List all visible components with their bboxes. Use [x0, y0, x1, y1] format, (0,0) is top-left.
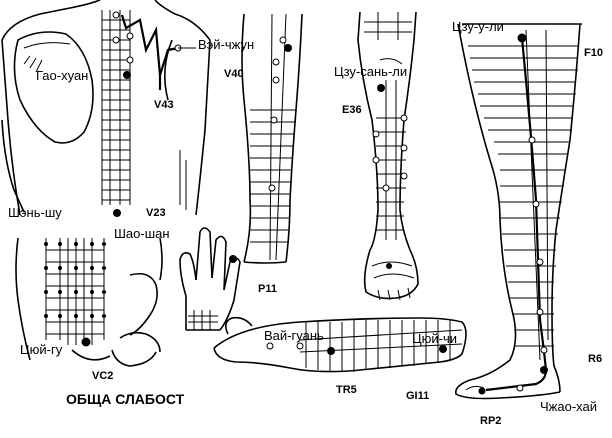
code-v23: V23 [146, 207, 166, 219]
rp2-point [478, 387, 486, 395]
wei-zhun-point [284, 44, 292, 52]
label-wei-zhun: Вэй-чжун [198, 37, 254, 52]
code-v43: V43 [154, 99, 174, 111]
tsoy-gu-point [81, 337, 91, 347]
pelvis-figure [15, 237, 163, 367]
label-vay-guan: Вай-гуань [264, 328, 324, 343]
tsu-san-li-point [377, 84, 385, 92]
label-shen-shu: Шэнь-шу [8, 205, 62, 220]
code-v40: V40 [224, 68, 244, 80]
calf-figure [241, 13, 303, 264]
label-tsoy-chi: Цюй-чи [412, 331, 457, 346]
shao-shan-point [229, 255, 237, 263]
label-zhao-hai: Чжао-хай [540, 399, 597, 414]
spine-ladder [101, 10, 134, 205]
code-p11: P11 [258, 283, 277, 295]
label-tsu-san-li: Цзу-сань-ли [334, 64, 407, 79]
hand-figure [179, 227, 241, 331]
code-e36: E36 [342, 104, 362, 116]
zhao-hai-point [540, 366, 548, 374]
code-tr5: TR5 [336, 384, 357, 396]
vay-guan-point [327, 347, 335, 355]
code-rp2: RP2 [480, 415, 501, 427]
label-tsoy-gu: Цюй-гу [20, 342, 63, 357]
back-figure [1, 0, 211, 217]
code-r6: R6 [588, 353, 602, 365]
gao-huan-point [123, 71, 131, 79]
label-gao-huan: Гао-хуан [36, 68, 88, 83]
code-vc2: VC2 [92, 370, 113, 382]
label-tsu-u-li: Цзу-у-ли [452, 19, 504, 34]
code-gi11: GI11 [406, 390, 429, 402]
tsu-u-li-point [517, 33, 527, 43]
abdomen-ladder [44, 238, 106, 345]
tsoy-chi-point [439, 345, 447, 353]
code-f10: F10 [584, 47, 603, 59]
forearm-figure [213, 316, 467, 373]
label-shao-shan: Шао-шан [114, 226, 170, 241]
shen-shu-point [113, 209, 121, 217]
inner-leg-figure [454, 23, 582, 400]
front-leg-figure [357, 11, 419, 301]
diagram-title: ОБЩА СЛАБОСТ [66, 391, 185, 407]
